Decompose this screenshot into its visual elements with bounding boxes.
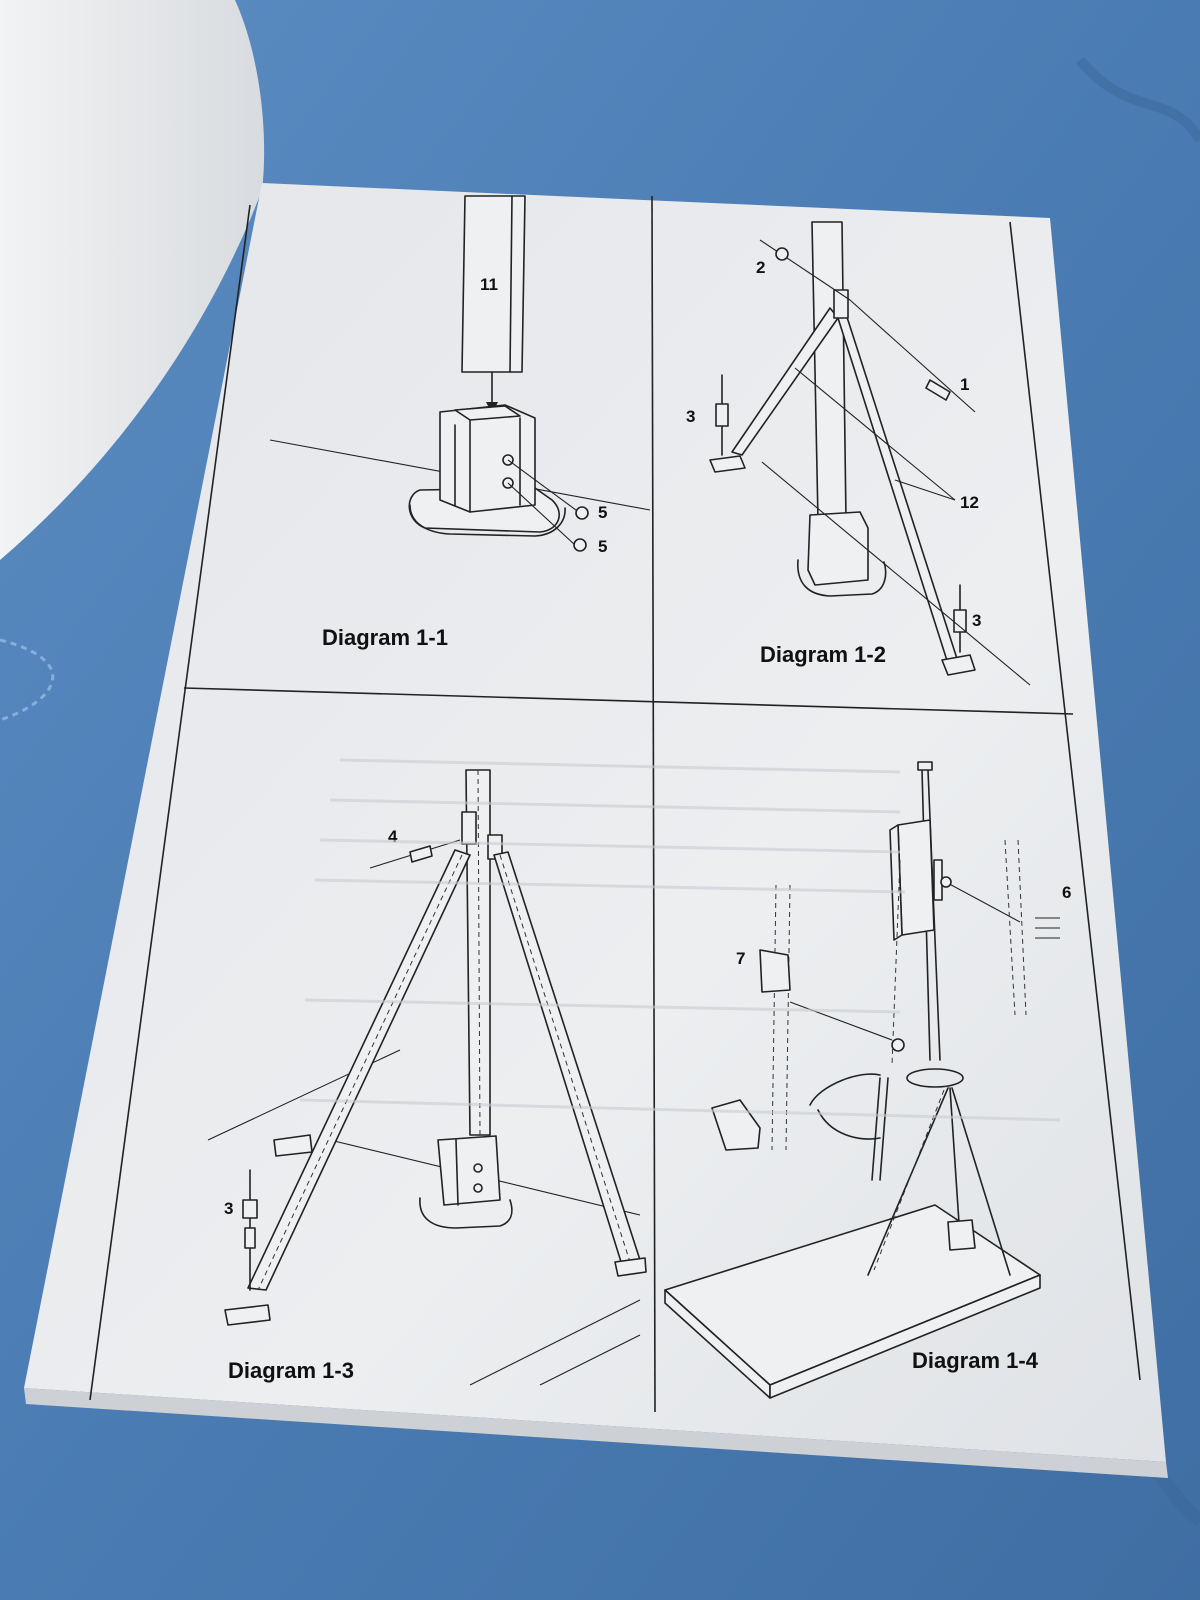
callout-3: 3	[224, 1199, 233, 1218]
caption-diagram-1-1: Diagram 1-1	[322, 625, 448, 650]
callout-11: 11	[480, 275, 498, 294]
callout-4: 4	[388, 827, 398, 846]
diagram-frame	[89, 195, 1141, 1413]
callout-7: 7	[736, 949, 745, 968]
curled-page	[0, 0, 265, 560]
fabric-fold	[1076, 56, 1200, 143]
callout-5-bottom: 5	[598, 537, 607, 556]
diagram-1-4-drawing	[664, 761, 1060, 1399]
caption-diagram-1-3: Diagram 1-3	[228, 1358, 354, 1383]
callout-3-left: 3	[686, 407, 695, 426]
callout-2: 2	[756, 258, 765, 277]
callout-1: 1	[960, 375, 969, 394]
callout-3-right: 3	[972, 611, 981, 630]
callout-12: 12	[960, 493, 979, 512]
fabric-fold	[0, 638, 54, 722]
diagram-1-2-drawing	[709, 221, 1031, 686]
diagram-1-1-drawing	[269, 195, 651, 552]
bleed-through-text	[299, 758, 1061, 1122]
caption-diagram-1-2: Diagram 1-2	[760, 642, 886, 667]
booklet-page-edge	[24, 1388, 1168, 1478]
callout-5-top: 5	[598, 503, 607, 522]
caption-diagram-1-4: Diagram 1-4	[912, 1348, 1039, 1373]
diagram-1-3-drawing	[207, 769, 647, 1386]
callout-6: 6	[1062, 883, 1071, 902]
